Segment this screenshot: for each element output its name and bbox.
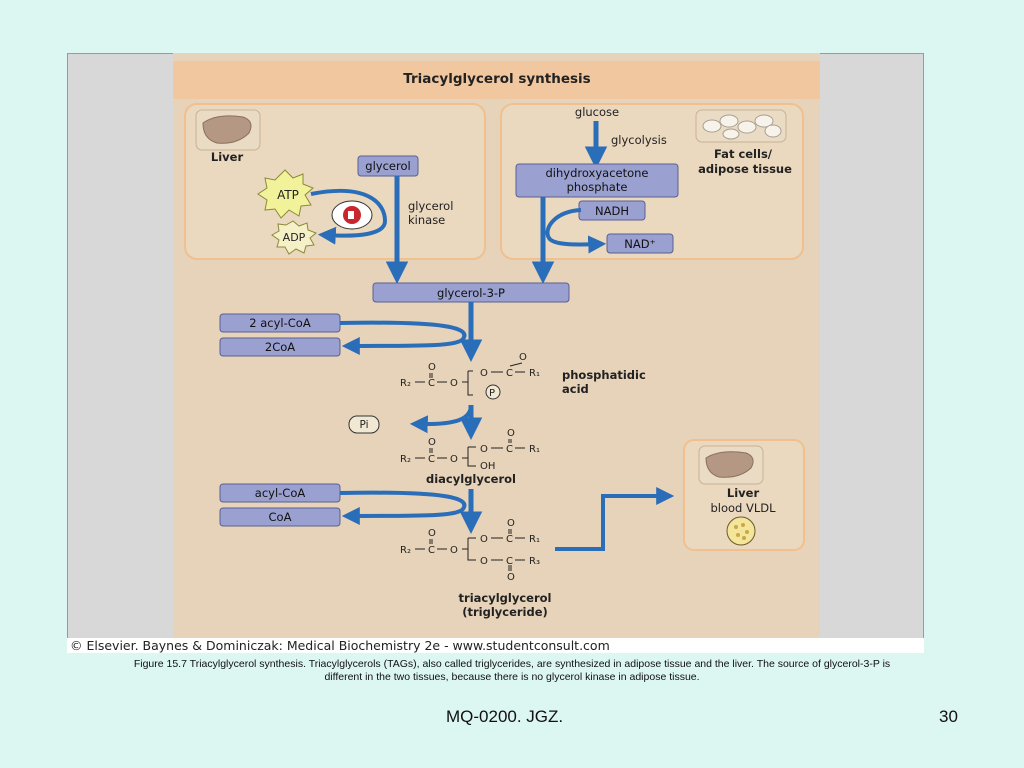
title-bar (173, 61, 820, 99)
atp-star-icon (257, 169, 314, 219)
diacylglycerol-structure: R₂ C O O O C O R₁ OH (400, 428, 540, 472)
glycerol-box (357, 155, 419, 177)
svg-text:O: O (450, 378, 458, 389)
svg-text:C: C (428, 454, 435, 465)
acyl-coa-2-arrow (339, 320, 467, 355)
svg-text:C: C (428, 545, 435, 556)
svg-text:R₂: R₂ (400, 454, 411, 465)
adp-star-icon (271, 220, 317, 255)
enzyme-line2: kinase (408, 213, 445, 227)
svg-text:R₁: R₁ (529, 368, 540, 379)
diagram-title: Triacylglycerol synthesis (403, 71, 590, 87)
svg-text:O: O (480, 444, 488, 455)
glycerol-label: glycerol (365, 159, 410, 173)
coa-box (219, 507, 341, 527)
nadh-label: NADH (595, 204, 629, 218)
tag-synthesis-diagram: Triacylglycerol synthesis Liver glycerol… (67, 53, 924, 653)
svg-text:C: C (506, 368, 513, 379)
svg-text:O: O (480, 556, 488, 567)
acyl-coa-label: acyl-CoA (255, 486, 306, 500)
phosphatidic-line2: acid (562, 382, 589, 396)
svg-text:P: P (489, 388, 495, 399)
svg-text:O: O (507, 518, 515, 529)
phosphatidic-acid-structure: R₂ C O O O C O R₁ P (400, 352, 540, 400)
slide-number: 30 (939, 707, 958, 726)
coa-2-box (219, 337, 341, 357)
svg-text:O: O (428, 437, 436, 448)
diacylglycerol-label: diacylglycerol (426, 472, 516, 486)
svg-text:R₂: R₂ (400, 378, 411, 389)
nadh-to-nad-arrow (545, 208, 607, 254)
glycolysis-label: glycolysis (611, 133, 667, 147)
tag-export-arrow (555, 487, 675, 551)
copyright-text: © Elsevier. Baynes & Dominiczak: Medical… (70, 638, 610, 653)
liver-icon (195, 109, 261, 151)
glycerol-3-p-label: glycerol-3-P (437, 286, 505, 300)
pi-label: Pi (359, 419, 368, 431)
nad-box (606, 233, 674, 254)
phosphatidic-line1: phosphatidic (562, 368, 646, 382)
acyl-coa-arrow (339, 490, 467, 525)
glucose-label: glucose (575, 105, 619, 119)
svg-text:C: C (506, 444, 513, 455)
fat-cells-icon (695, 109, 787, 143)
figure-caption: Figure 15.7 Triacylglycerol synthesis. T… (90, 658, 934, 684)
svg-text:OH: OH (480, 461, 495, 472)
svg-text:O: O (519, 352, 527, 363)
fat-label-line2: adipose tissue (698, 162, 792, 176)
svg-text:O: O (428, 528, 436, 539)
dhap-line1: dihydroxyacetone (545, 166, 648, 180)
atp-to-adp-arrow (310, 188, 388, 245)
vldl-particle-icon (726, 516, 756, 546)
svg-text:O: O (450, 545, 458, 556)
svg-text:O: O (507, 572, 515, 583)
copyright-band (67, 638, 924, 653)
adp-label: ADP (283, 231, 306, 244)
svg-text:C: C (506, 534, 513, 545)
fat-label-line1: Fat cells/ (714, 147, 773, 161)
liver-out-label: Liver (727, 486, 760, 500)
dhap-line2: phosphate (567, 180, 628, 194)
svg-text:O: O (428, 362, 436, 373)
liver-label: Liver (211, 150, 244, 164)
caption-line-1: Figure 15.7 Triacylglycerol synthesis. T… (133, 658, 891, 670)
triacylglycerol-structure: R₂ C O O O C O R₁ O C R₃ O (400, 518, 540, 583)
svg-text:O: O (507, 428, 515, 439)
liver-out-icon (698, 445, 764, 485)
coa-2-label: 2CoA (265, 340, 295, 354)
tag-line1: triacylglycerol (459, 591, 552, 605)
nad-label: NAD⁺ (624, 237, 655, 251)
svg-text:O: O (480, 534, 488, 545)
caption-line-2: different in the two tissues, because th… (324, 671, 700, 683)
acyl-coa-2-label: 2 acyl-CoA (249, 316, 311, 330)
svg-text:O: O (480, 368, 488, 379)
svg-text:C: C (506, 556, 513, 567)
svg-text:R₃: R₃ (529, 556, 540, 567)
svg-text:R₂: R₂ (400, 545, 411, 556)
pi-box (348, 415, 380, 434)
tag-line2: (triglyceride) (462, 605, 548, 619)
atp-label: ATP (277, 188, 299, 202)
enzyme-line1: glycerol (408, 199, 453, 213)
vldl-label: blood VLDL (710, 501, 776, 515)
svg-text:R₁: R₁ (529, 534, 540, 545)
dhap-box (515, 163, 679, 198)
enzyme-icon (331, 200, 373, 230)
coa-label: CoA (269, 510, 292, 524)
svg-text:C: C (428, 378, 435, 389)
svg-text:O: O (450, 454, 458, 465)
footer-code: MQ-0200. JGZ. (446, 707, 564, 726)
svg-text:R₁: R₁ (529, 444, 540, 455)
